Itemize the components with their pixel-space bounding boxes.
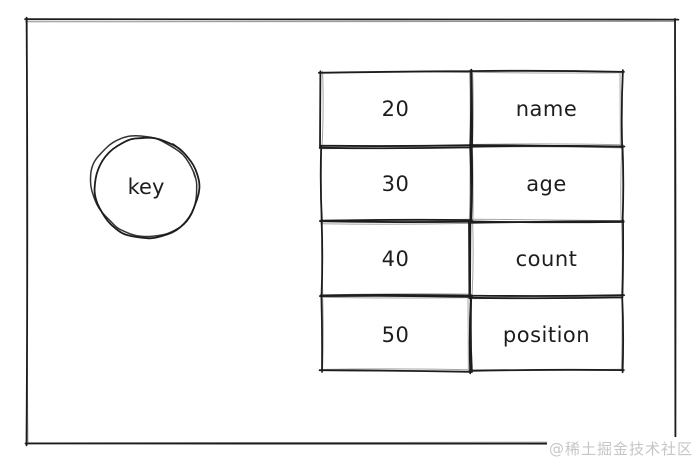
cell-border-r1-c1 bbox=[467, 144, 626, 224]
key-circle-stroke-pass2 bbox=[89, 134, 198, 238]
cell-border-r0-c1 bbox=[468, 68, 625, 150]
table-cell-field-2: count bbox=[515, 247, 578, 271]
cell-border-r1-c1-pass2 bbox=[470, 145, 624, 223]
table-cell-value-2: 40 bbox=[381, 247, 410, 271]
cell-border-r0-c0-pass2 bbox=[319, 70, 472, 147]
outer-frame-stroke bbox=[24, 16, 680, 448]
table-cell-field-0: name bbox=[515, 97, 578, 121]
table-cell-field-3: position bbox=[502, 322, 591, 347]
cell-border-r2-c1-pass2 bbox=[469, 220, 624, 297]
cell-border-r0-c0 bbox=[318, 69, 473, 149]
cell-border-r3-c1-pass2 bbox=[469, 295, 624, 373]
cell-border-r3-c0-pass2 bbox=[320, 295, 472, 373]
cell-border-r1-c0-pass2 bbox=[319, 145, 472, 223]
key-circle-stroke bbox=[93, 136, 201, 240]
table-cell-value-3: 50 bbox=[381, 322, 410, 347]
cell-border-r1-c0 bbox=[318, 143, 473, 224]
table-cell-value-1: 30 bbox=[381, 172, 410, 196]
table-cell-value-0: 20 bbox=[381, 97, 410, 121]
cell-border-r3-c1 bbox=[468, 293, 625, 374]
key-circle-label: key bbox=[127, 175, 165, 199]
cell-border-r2-c1 bbox=[468, 219, 625, 299]
table-cell-field-1: age bbox=[526, 172, 567, 196]
cell-border-r2-c0 bbox=[319, 218, 474, 300]
cell-border-r3-c0 bbox=[318, 293, 473, 375]
watermark: @稀土掘金技术社区 bbox=[547, 437, 693, 460]
cell-border-r0-c1-pass2 bbox=[470, 70, 624, 148]
